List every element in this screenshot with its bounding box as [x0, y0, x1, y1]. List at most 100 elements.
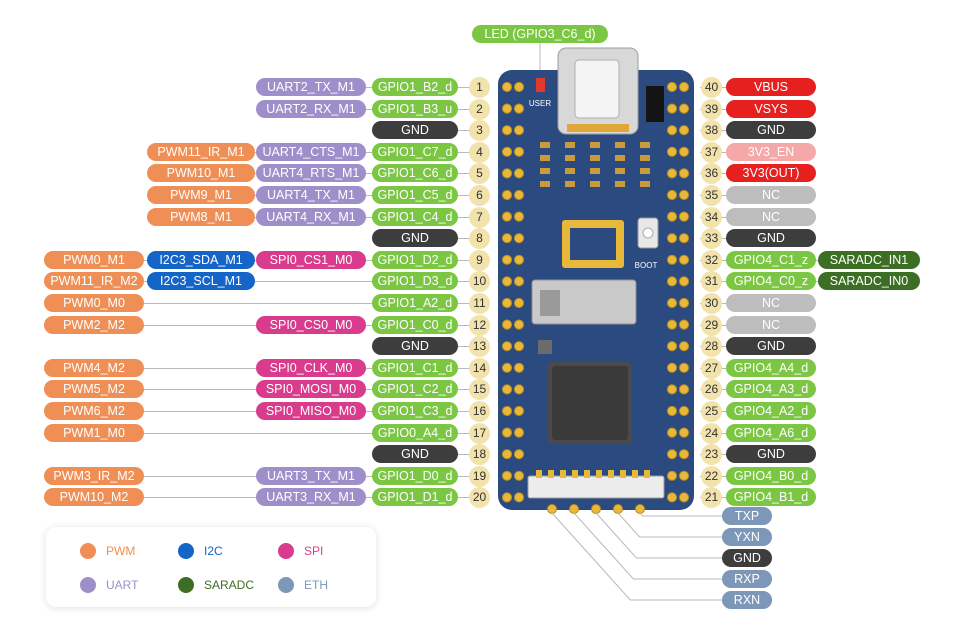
- pin-label-saradc: SARADC_IN0: [818, 272, 920, 291]
- eth-connector-pin: [536, 470, 542, 478]
- pin-pad: [678, 492, 690, 503]
- flash-chip-window: [570, 228, 616, 260]
- pin-label-gpio: GPIO1_C5_d: [372, 186, 458, 204]
- pin-pad: [501, 81, 513, 93]
- pin-pad: [501, 189, 513, 201]
- smd-component: [540, 168, 550, 174]
- pin-label-pwr_light: 3V3_EN: [726, 142, 816, 161]
- legend-label: UART: [106, 578, 139, 592]
- pin-label-pwm: PWM10_M1: [147, 164, 255, 183]
- pin-number: 35: [701, 185, 722, 206]
- pin-pad: [666, 341, 678, 352]
- pin-pad: [513, 125, 525, 136]
- legend-label: ETH: [304, 578, 328, 592]
- eth-pin-label: GND: [722, 549, 772, 567]
- pin-label-uart: UART3_RX_M1: [256, 488, 366, 507]
- pin-label-gpio: GPIO1_C0_d: [372, 315, 458, 334]
- pin-pad: [501, 405, 513, 417]
- pin-pad: [513, 81, 525, 93]
- pin-label-spi: SPI0_CS1_M0: [256, 250, 366, 269]
- pin-label-gpio: GPIO1_D0_d: [372, 466, 458, 485]
- pin-label-gpio: GPIO4_B0_d: [726, 466, 816, 485]
- eth-lead-line: [617, 512, 722, 538]
- eth-connector-pin: [584, 470, 590, 478]
- pin-label-gnd: GND: [726, 121, 816, 140]
- pin-label-pwm: PWM9_M1: [147, 186, 255, 204]
- pin-pad: [666, 125, 678, 136]
- pin-label-gpio: GPIO4_C0_z: [726, 272, 816, 291]
- pin-label-nc: NC: [726, 294, 816, 312]
- pin-pad: [501, 103, 513, 114]
- pin-pad: [678, 470, 690, 481]
- pin-number: 36: [701, 163, 722, 185]
- pin-pad: [666, 211, 678, 222]
- smd-component: [565, 142, 575, 148]
- pin-label-pwm: PWM4_M2: [44, 358, 144, 377]
- user-label: USER: [529, 99, 551, 108]
- legend-swatch: [278, 577, 294, 593]
- smd-component: [590, 142, 600, 148]
- smd-component: [615, 142, 625, 148]
- pin-number: 26: [701, 379, 722, 401]
- pin-label-nc: NC: [726, 315, 816, 334]
- pin-pad: [501, 341, 513, 352]
- pin-pad: [678, 405, 690, 417]
- pin-number: 17: [469, 422, 490, 444]
- smd-component: [540, 155, 550, 161]
- pin-label-uart: UART4_RX_M1: [256, 207, 366, 226]
- eth-pad: [569, 504, 579, 514]
- pin-pad: [501, 276, 513, 287]
- pin-label-pwm: PWM0_M1: [44, 250, 144, 269]
- pin-number: 16: [469, 401, 490, 422]
- pin-pad: [666, 449, 678, 460]
- pin-label-i2c: I2C3_SCL_M1: [147, 272, 255, 291]
- pin-label-gpio: GPIO0_A4_d: [372, 423, 458, 442]
- pin-pad: [513, 168, 525, 179]
- eth-pad: [547, 504, 557, 514]
- pin-pad: [501, 168, 513, 179]
- pin-label-gpio: GPIO1_C2_d: [372, 380, 458, 399]
- pin-number: 21: [701, 487, 722, 509]
- pin-number: 34: [701, 206, 722, 228]
- pin-pad: [678, 146, 690, 157]
- pin-pad: [501, 297, 513, 309]
- smd-component: [615, 168, 625, 174]
- pin-pad: [501, 449, 513, 460]
- pin-pad: [678, 362, 690, 373]
- pin-label-pwm: PWM6_M2: [44, 402, 144, 420]
- eth-pin-label: RXP: [722, 570, 772, 588]
- pin-number: 20: [469, 487, 490, 509]
- eth-connector-pin: [632, 470, 638, 478]
- pin-label-pwm: PWM11_IR_M2: [44, 272, 144, 291]
- pin-pad: [666, 254, 678, 265]
- pin-number: 13: [469, 336, 490, 358]
- pin-label-gpio: GPIO1_A2_d: [372, 294, 458, 312]
- pin-label-gnd: GND: [726, 337, 816, 356]
- pin-label-gnd: GND: [372, 337, 458, 356]
- pin-pad: [666, 297, 678, 309]
- pin-label-pwr: VBUS: [726, 78, 816, 96]
- pin-label-pwm: PWM3_IR_M2: [44, 466, 144, 485]
- pin-pad: [513, 233, 525, 244]
- pin-label-pwm: PWM5_M2: [44, 380, 144, 399]
- pin-label-spi: SPI0_CLK_M0: [256, 358, 366, 377]
- smd-component: [640, 181, 650, 187]
- pin-number: 4: [469, 141, 490, 163]
- pin-pad: [666, 233, 678, 244]
- pin-number: 14: [469, 357, 490, 379]
- pin-number: 33: [701, 228, 722, 250]
- pin-pad: [501, 233, 513, 244]
- pin-pad: [666, 81, 678, 93]
- pin-label-gnd: GND: [372, 229, 458, 248]
- pin-label-gpio: GPIO1_D1_d: [372, 488, 458, 507]
- pin-label-gpio: GPIO1_C3_d: [372, 402, 458, 420]
- usb-c-opening: [574, 59, 620, 119]
- pin-number: 18: [469, 444, 490, 466]
- pin-label-gpio: GPIO4_A3_d: [726, 380, 816, 399]
- pin-label-pwm: PWM0_M0: [44, 294, 144, 312]
- pin-label-gpio: GPIO4_B1_d: [726, 488, 816, 507]
- pin-label-gpio: GPIO4_A6_d: [726, 423, 816, 442]
- smd-component: [640, 142, 650, 148]
